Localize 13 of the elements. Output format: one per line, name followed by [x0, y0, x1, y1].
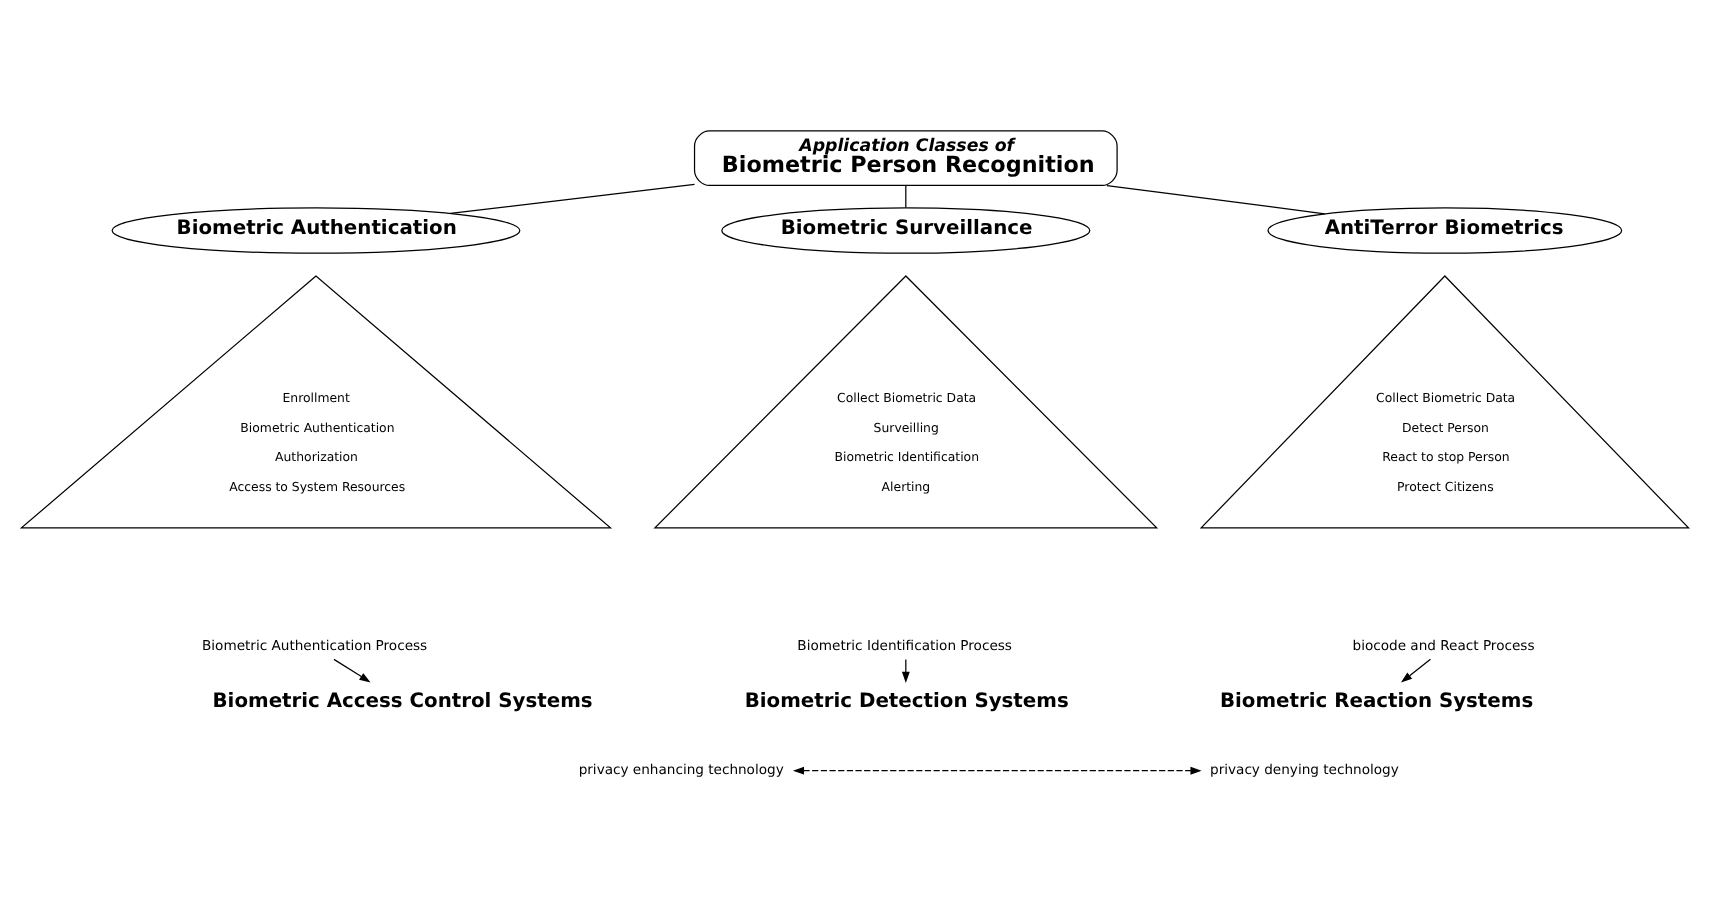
- arrow: [1400, 657, 1432, 682]
- node-text: Biometric Access Control Systems: [212, 690, 593, 713]
- arrow: [792, 765, 1202, 774]
- connector: [905, 184, 907, 208]
- node-box: Application Classes of Biometric Person Recognition: [693, 129, 1118, 186]
- node-text: Biometric Reaction Systems: [1219, 690, 1534, 713]
- node-ellipse: AntiTerror Biometrics: [1267, 206, 1623, 253]
- node-ellipse: Biometric Surveillance: [721, 206, 1091, 253]
- arrow: [333, 657, 371, 682]
- connector: [1106, 183, 1326, 214]
- node-ellipse: Biometric Authentication: [111, 206, 521, 253]
- connector: [449, 182, 696, 213]
- node-text: Biometric Detection Systems: [744, 690, 1069, 713]
